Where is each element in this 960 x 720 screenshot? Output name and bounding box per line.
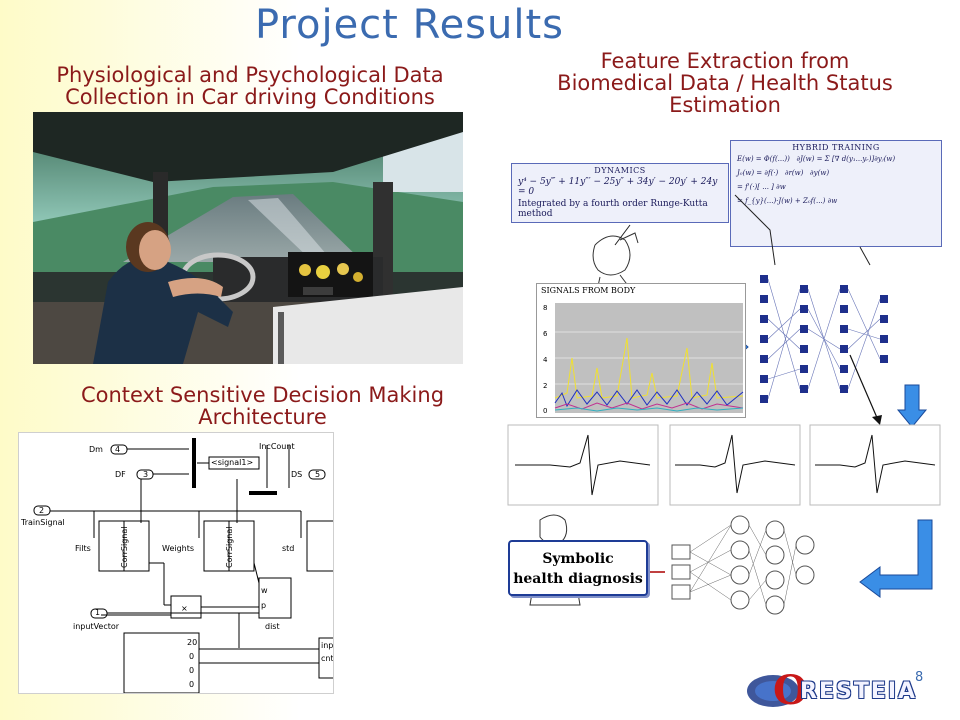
driving-simulator-photo	[33, 112, 463, 364]
logo-letter-o: O	[773, 667, 808, 714]
logo-text: RESTEIA	[800, 679, 918, 704]
label-product: ×	[181, 604, 188, 613]
port-1-label: 1	[95, 608, 100, 617]
signals-y-tick-6: 6	[543, 330, 548, 338]
hybrid-training-box: HYBRID TRAINING E(w) = Φ(f(...)) ∂J(w) =…	[730, 140, 942, 247]
output-network	[640, 515, 815, 615]
label-w: w	[261, 586, 268, 595]
hybrid-training-formula-1: E(w) = Φ(f(...)) ∂J(w) = Σ [∇ d(y₁...yᵣ)…	[737, 155, 896, 163]
ecg-strips	[507, 424, 941, 506]
port-4-label: 4	[115, 445, 120, 454]
arrow-return-icon	[859, 519, 933, 598]
caption-context-sensitive: Context Sensitive Decision Making Archit…	[80, 383, 445, 429]
hybrid-training-formula-4: = f_{y}(...)·J(w) + Z₀f(...) ∂w	[737, 197, 838, 205]
signals-y-tick-2: 2	[543, 382, 547, 390]
dynamics-heading: DYNAMICS	[594, 166, 646, 175]
signals-y-tick-4: 4	[543, 356, 548, 364]
label-std: std	[282, 544, 294, 553]
label-signal1: <signal1>	[211, 458, 253, 467]
dynamics-equation: y⁴ − 5y‴ + 11y″′ − 25y″ + 34y′ − 20y′ + …	[518, 177, 718, 197]
label-cnt: cnt	[321, 654, 334, 663]
label-p: p	[261, 601, 266, 610]
hybrid-training-formula-3: = f'(·)[ ... ] ∂w	[737, 183, 786, 191]
dynamics-equation-box: DYNAMICS y⁴ − 5y‴ + 11y″′ − 25y″ + 34y′ …	[511, 163, 729, 223]
page-number: 8	[915, 670, 924, 685]
label-filts: Filts	[75, 544, 91, 553]
diagnosis-line-1: Symbolic	[542, 551, 614, 567]
label-corr-signal-2: CorrSignal	[225, 527, 234, 569]
symbolic-health-diagnosis-box: Symbolic health diagnosis	[508, 540, 648, 596]
label-corr-signal-1: CorrSignal	[120, 527, 129, 569]
hybrid-training-formula-2: J₀(w) = ∂f(·) ∂r(w) ∂y(w)	[737, 169, 830, 177]
processing-graphics	[507, 194, 941, 615]
const-value-4: 0	[189, 680, 194, 689]
biomedical-processing-figure: DYNAMICS y⁴ − 5y‴ + 11y″′ − 25y″ + 34y′ …	[500, 135, 950, 635]
simulink-architecture-diagram: Dm 4 DF 3 DS 5 2 TrainSignal <signal1> F…	[18, 432, 334, 694]
dynamics-note: Integrated by a fourth order Runge-Kutta…	[518, 199, 708, 219]
signals-y-tick-0: 0	[543, 407, 547, 415]
label-dm: Dm	[89, 445, 103, 454]
label-input: input	[321, 641, 334, 650]
oresteia-logo: O RESTEIA	[745, 665, 945, 714]
label-dist: dist	[265, 622, 280, 631]
const-value-2: 0	[189, 652, 194, 661]
arrow-down-icon	[896, 384, 928, 428]
label-inc-count: IncCount	[259, 442, 295, 451]
label-df: DF	[115, 470, 126, 479]
hybrid-training-heading: HYBRID TRAINING	[792, 143, 880, 152]
signals-y-tick-8: 8	[543, 304, 547, 312]
label-weights: Weights	[162, 544, 194, 553]
signals-from-body-chart: SIGNALS FROM BODY 8 6 4 2 0	[536, 283, 746, 418]
label-train-signal: TrainSignal	[20, 518, 65, 527]
caption-physiological: Physiological and Psychological Data Col…	[56, 63, 444, 109]
block-ds-port	[308, 469, 326, 480]
signals-heading: SIGNALS FROM BODY	[541, 286, 636, 295]
port-5-label: 5	[315, 470, 320, 479]
label-input-vector: inputVector	[73, 622, 120, 631]
slide-title: Project Results	[255, 2, 565, 48]
const-value-1: 20	[187, 638, 197, 647]
caption-feature-extraction: Feature Extraction from Biomedical Data …	[557, 49, 893, 117]
label-ds: DS	[291, 470, 302, 479]
diagnosis-line-2: health diagnosis	[513, 571, 643, 587]
const-value-3: 0	[189, 666, 194, 675]
neural-network-grid	[760, 275, 888, 425]
port-3-label: 3	[143, 470, 148, 479]
port-2-label: 2	[39, 506, 44, 515]
